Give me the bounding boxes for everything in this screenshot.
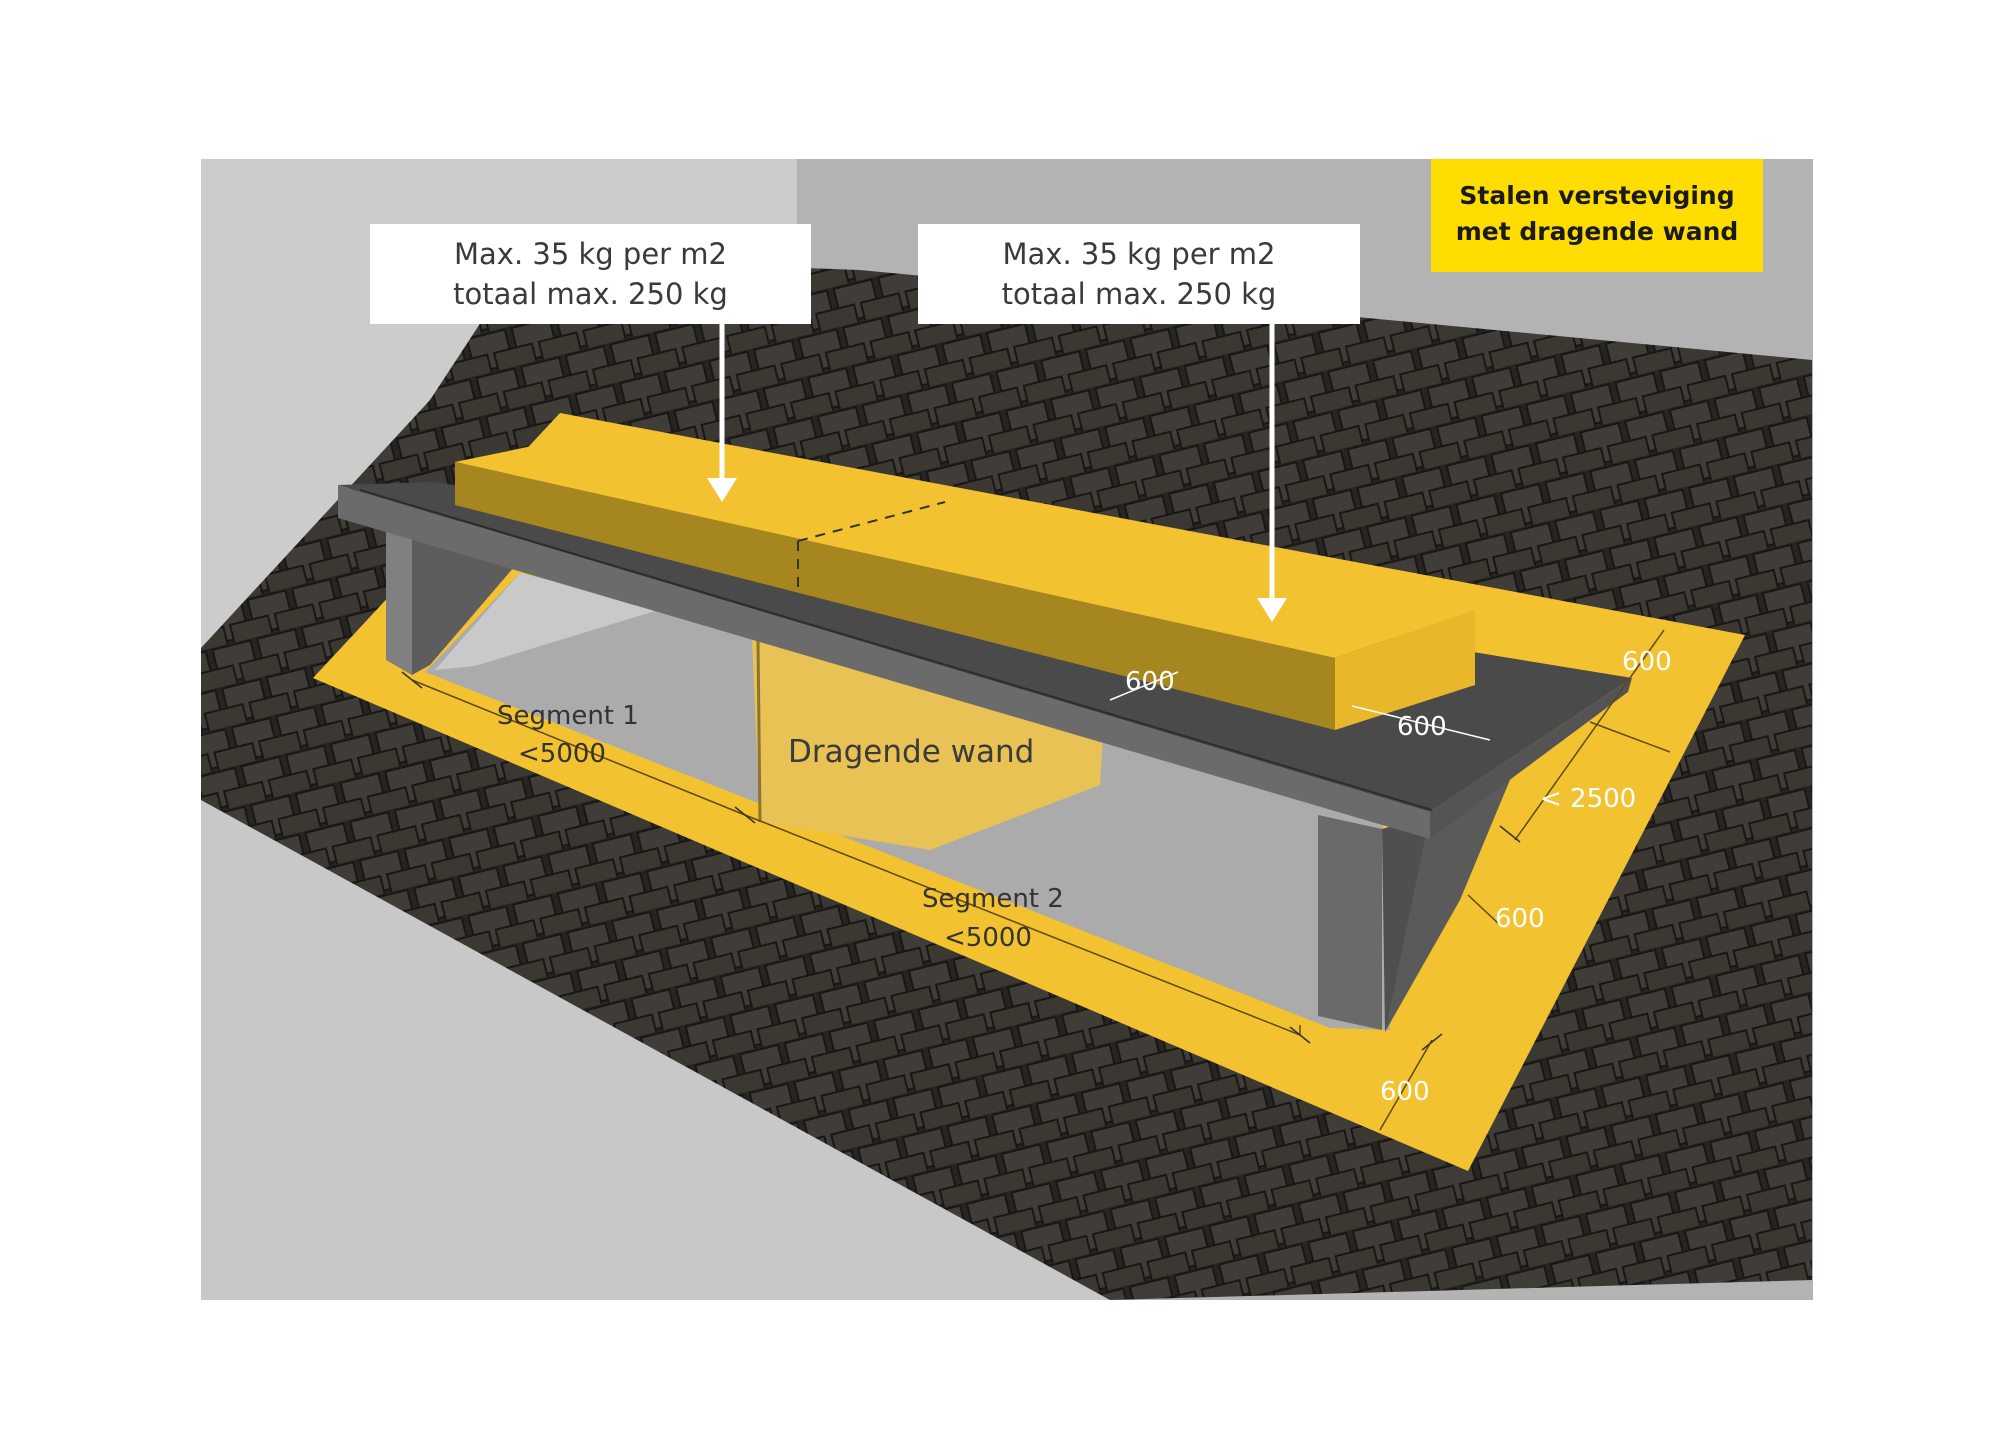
load-callout-right: Max. 35 kg per m2 totaal max. 250 kg	[918, 224, 1360, 324]
right-support-front	[1318, 815, 1382, 1030]
right-support-flare	[1385, 775, 1512, 1032]
load-callout-left: Max. 35 kg per m2 totaal max. 250 kg	[370, 224, 811, 324]
wall-label: Dragende wand	[788, 734, 1034, 770]
beam-edge	[359, 489, 1433, 811]
load-block-top	[455, 431, 1475, 658]
badge-line1: Stalen versteviging	[1459, 181, 1735, 210]
callout-right-line2: totaal max. 250 kg	[1001, 277, 1277, 311]
dim-load-edge: 600	[1397, 712, 1447, 742]
load-arrow-left-head	[707, 478, 737, 502]
load-arrow-right-head	[1257, 598, 1287, 622]
beam-front	[338, 485, 1430, 839]
dim-top-margin: 600	[1622, 647, 1672, 677]
dim-load-width: 600	[1125, 667, 1175, 697]
segment2-value: <5000	[944, 923, 1032, 953]
left-support-side	[412, 530, 520, 675]
callout-left-line1: Max. 35 kg per m2	[453, 237, 728, 271]
beam-end	[1430, 678, 1632, 839]
dimension-ticks	[401, 671, 1521, 1051]
load-block-end	[1335, 610, 1475, 730]
callout-right-line1: Max. 35 kg per m2	[1002, 237, 1276, 271]
segment2-name: Segment 2	[922, 884, 1064, 914]
badge-line2: met dragende wand	[1455, 217, 1739, 246]
callout-left-line2: totaal max. 250 kg	[453, 277, 728, 311]
dim-depth: < 2500	[1540, 784, 1636, 814]
left-support-front	[386, 528, 412, 675]
dimension-lines-light	[1109, 671, 1491, 741]
opening-light	[435, 573, 665, 670]
segment1-value: <5000	[518, 739, 606, 769]
beam-top	[338, 482, 1632, 812]
wall-edge	[756, 639, 762, 823]
block-division-top	[797, 501, 946, 542]
title-badge: Stalen versteviging met dragende wand	[1431, 159, 1763, 272]
dim-bottom-margin: 600	[1380, 1077, 1430, 1107]
dim-side-margin: 600	[1495, 904, 1545, 934]
segment1-name: Segment 1	[497, 701, 639, 731]
dimension-lines	[411, 629, 1671, 1131]
load-block-front	[455, 462, 1335, 730]
